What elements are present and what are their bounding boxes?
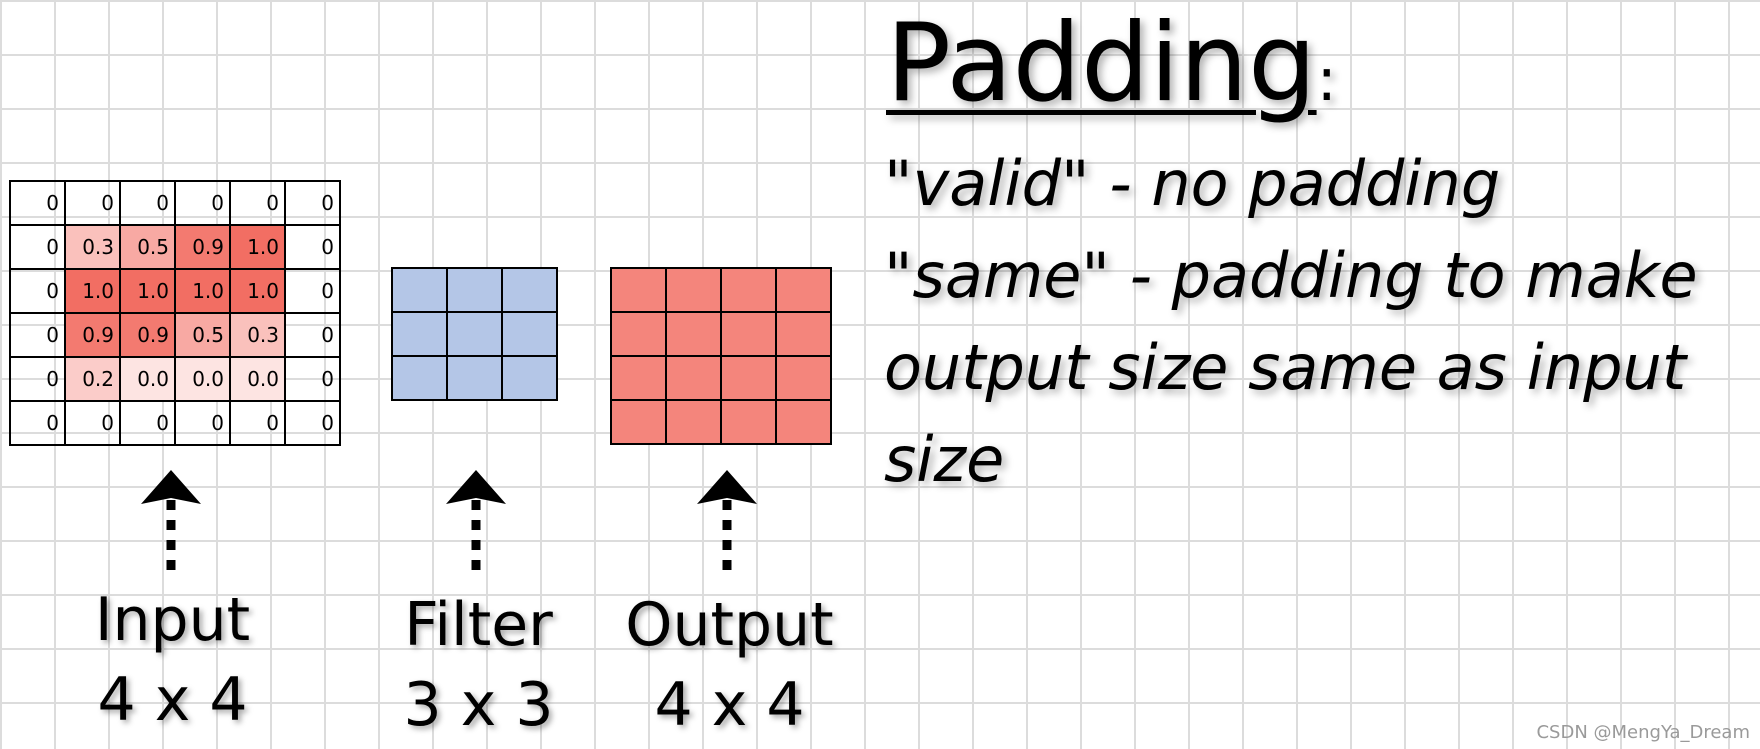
input-label: Input 4 x 4 <box>70 580 275 740</box>
output-cell <box>775 267 832 313</box>
output-cell <box>665 311 722 357</box>
filter-cell <box>501 355 558 401</box>
filter-label: Filter 3 x 3 <box>376 585 581 745</box>
output-cell <box>610 399 667 445</box>
matrix-cell: 0.5 <box>119 224 176 270</box>
filter-label-name: Filter <box>404 590 553 660</box>
filter-cell <box>391 267 448 313</box>
matrix-cell: 0 <box>9 268 66 314</box>
filter-cell <box>446 311 503 357</box>
matrix-cell: 0.3 <box>64 224 121 270</box>
output-label-name: Output <box>625 590 834 660</box>
output-cell <box>775 355 832 401</box>
matrix-cell: 0 <box>64 180 121 226</box>
filter-grid <box>391 267 558 401</box>
matrix-cell: 0.9 <box>119 312 176 358</box>
matrix-cell: 0 <box>284 180 341 226</box>
matrix-cell: 0 <box>64 400 121 446</box>
matrix-cell: 0 <box>9 224 66 270</box>
filter-cell-row <box>391 311 558 357</box>
matrix-cell: 0 <box>284 312 341 358</box>
input-label-size: 4 x 4 <box>97 665 248 735</box>
output-cell <box>720 355 777 401</box>
matrix-cell: 1.0 <box>229 224 286 270</box>
input-arrow-icon <box>141 470 201 576</box>
filter-label-size: 3 x 3 <box>403 670 554 740</box>
matrix-cell: 1.0 <box>174 268 231 314</box>
padding-description: "valid" - no padding "same" - padding to… <box>884 138 1754 506</box>
output-cell <box>775 311 832 357</box>
output-cell <box>665 267 722 313</box>
watermark: CSDN @MengYa_Dream <box>1536 722 1750 743</box>
matrix-cell: 0 <box>9 312 66 358</box>
matrix-cell: 0 <box>9 180 66 226</box>
output-cell <box>720 399 777 445</box>
matrix-cell: 1.0 <box>229 268 286 314</box>
description-line: size <box>884 423 1005 496</box>
output-cell <box>610 355 667 401</box>
matrix-cell: 1.0 <box>119 268 176 314</box>
output-cell-row <box>610 267 832 313</box>
filter-cell <box>391 355 448 401</box>
filter-cell <box>446 267 503 313</box>
input-label-name: Input <box>94 585 251 655</box>
matrix-cell: 0.0 <box>174 356 231 402</box>
matrix-cell: 1.0 <box>64 268 121 314</box>
filter-cell <box>446 355 503 401</box>
filter-cell <box>501 311 558 357</box>
description-line: output size same as input <box>884 331 1687 404</box>
filter-cell <box>501 267 558 313</box>
matrix-cell: 0.9 <box>174 224 231 270</box>
matrix-cell: 0.9 <box>64 312 121 358</box>
matrix-cell: 0 <box>174 400 231 446</box>
matrix-cell: 0 <box>284 268 341 314</box>
output-grid <box>610 267 832 445</box>
description-line: "valid" - no padding <box>884 147 1501 220</box>
filter-cell-row <box>391 267 558 313</box>
matrix-cell: 0 <box>119 400 176 446</box>
output-cell <box>775 399 832 445</box>
matrix-cell: 0 <box>9 400 66 446</box>
output-cell <box>720 267 777 313</box>
filter-cell <box>391 311 448 357</box>
matrix-cell: 0 <box>284 224 341 270</box>
matrix-cell: 0 <box>119 180 176 226</box>
matrix-cell: 0 <box>284 400 341 446</box>
output-arrow-icon <box>697 470 757 576</box>
description-line: "same" - padding to make <box>884 239 1698 312</box>
output-cell <box>720 311 777 357</box>
filter-cell-row <box>391 355 558 401</box>
matrix-cell: 0.5 <box>174 312 231 358</box>
output-cell <box>665 355 722 401</box>
matrix-cell: 0.0 <box>229 356 286 402</box>
title-word: Padding <box>886 1 1317 126</box>
matrix-cell: 0.2 <box>64 356 121 402</box>
output-cell <box>610 311 667 357</box>
output-cell <box>610 267 667 313</box>
output-label: Output 4 x 4 <box>617 585 842 745</box>
diagram-title: Padding: <box>886 4 1337 140</box>
matrix-cell: 0.0 <box>119 356 176 402</box>
output-cell <box>665 399 722 445</box>
matrix-cell: 0 <box>284 356 341 402</box>
output-label-size: 4 x 4 <box>654 670 805 740</box>
matrix-cell: 0 <box>229 400 286 446</box>
matrix-cell: 0 <box>229 180 286 226</box>
title-colon: : <box>1316 45 1337 115</box>
output-cell-row <box>610 399 832 445</box>
matrix-cell: 0 <box>174 180 231 226</box>
matrix-cell: 0.3 <box>229 312 286 358</box>
output-cell-row <box>610 355 832 401</box>
matrix-cell: 0 <box>9 356 66 402</box>
output-cell-row <box>610 311 832 357</box>
filter-arrow-icon <box>446 470 506 576</box>
